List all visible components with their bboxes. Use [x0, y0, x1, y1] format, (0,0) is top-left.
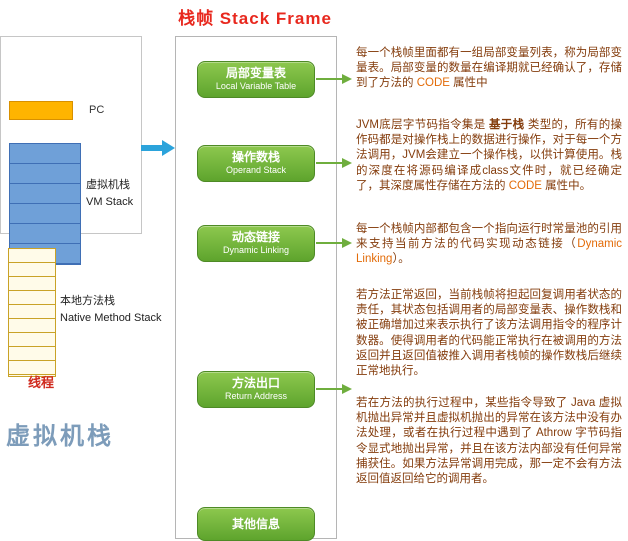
stack-frame-box: [175, 36, 337, 539]
operand-stack-arrow-icon: [316, 157, 354, 169]
arrow-shaft: [316, 162, 343, 164]
frame-item-local-variable-table: 局部变量表 Local Variable Table: [197, 61, 315, 98]
frame-item-label-cn: 操作数栈: [231, 150, 280, 164]
vm-stack-label-en: VM Stack: [86, 196, 134, 209]
frame-item-label-en: Local Variable Table: [215, 81, 297, 92]
native-label-en: Native Method Stack: [60, 312, 162, 325]
frame-item-label-cn: 方法出口: [231, 376, 280, 390]
arrow-head: [342, 158, 352, 168]
frame-item-label-cn: 其他信息: [231, 517, 280, 531]
frame-item-other-info: 其他信息: [197, 507, 315, 541]
note-normal-return: 若方法正常返回，当前栈帧将担起回复调用者状态的责任，其状态包括调用者的局部变量表…: [356, 289, 622, 377]
vm-stack-label: 虚拟机栈 VM Stack: [86, 177, 133, 211]
frame-item-operand-stack: 操作数栈 Operand Stack: [197, 145, 315, 182]
native-method-stack-label: 本地方法栈 Native Method Stack: [60, 293, 162, 327]
note-dynamic-linking: 每一个栈帧内部都包含一个指向运行时常量池的引用来支持当前方法的代码实现动态链接（…: [356, 223, 622, 266]
frame-item-dynamic-linking: 动态链接 Dynamic Linking: [197, 225, 315, 262]
dynamic-linking-arrow-icon: [316, 237, 354, 249]
arrow-head: [162, 140, 175, 156]
frame-item-label-cn: 动态链接: [231, 230, 280, 244]
arrow-shaft: [316, 242, 343, 244]
arrow-shaft: [141, 145, 163, 151]
frame-item-label-en: Return Address: [224, 391, 288, 402]
arrow-head: [342, 238, 352, 248]
pc-label: PC: [89, 104, 105, 116]
native-method-stack-graphic: [8, 248, 56, 377]
thread-container-box: PC 虚拟机栈 VM Stack: [0, 36, 142, 265]
frame-item-label-cn: 局部变量表: [225, 66, 286, 80]
frame-item-return-address: 方法出口 Return Address: [197, 371, 315, 408]
local-variable-arrow-icon: [316, 73, 354, 85]
page-title: 栈帧 Stack Frame: [178, 9, 332, 28]
thread-label: 线程: [28, 375, 55, 390]
arrow-head: [342, 74, 352, 84]
frame-item-label-en: Operand Stack: [225, 165, 287, 176]
vm-stack-graphic: [9, 143, 81, 265]
arrow-head: [342, 384, 352, 394]
vm-stack-heading: 虚拟机栈: [6, 423, 114, 450]
native-label-cn: 本地方法栈: [60, 295, 115, 307]
arrow-shaft: [316, 388, 343, 390]
note-operand-stack: JVM底层字节码指令集是 基于栈 类型的，所有的操作码都是对操作栈上的数据进行操…: [356, 119, 622, 192]
vm-stack-to-frame-arrow-icon: [141, 140, 175, 156]
return-address-arrow-icon: [316, 383, 354, 395]
note-exception-return: 若在方法的执行过程中，某些指令导致了 Java 虚拟机抛出异常并且虚拟机抛出的异…: [356, 397, 622, 485]
note-local-variable-table: 每一个栈帧里面都有一组局部变量列表，称为局部变量表。局部变量的数量在编译期就已经…: [356, 47, 622, 90]
arrow-shaft: [316, 78, 343, 80]
frame-item-label-en: Dynamic Linking: [222, 245, 290, 256]
vm-stack-label-cn: 虚拟机栈: [86, 179, 130, 191]
pc-register-box: [9, 101, 73, 120]
